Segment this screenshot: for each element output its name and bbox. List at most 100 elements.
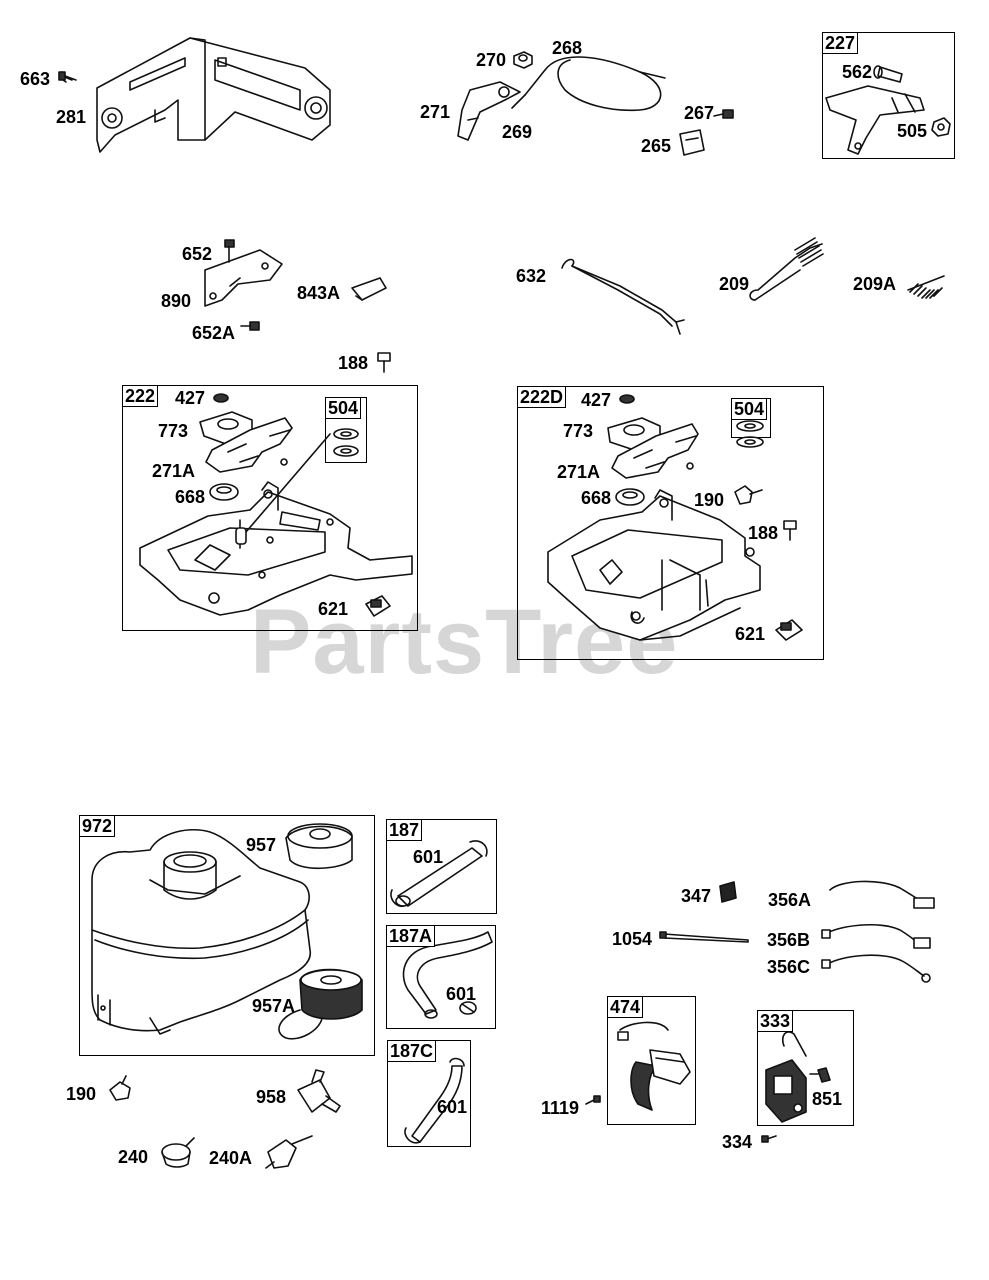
group-label-222[interactable]: 222 (122, 385, 159, 407)
group-label-187c[interactable]: 187C (387, 1040, 437, 1062)
lever-part-271a-a[interactable] (206, 418, 292, 472)
clip-part-621-b[interactable] (776, 620, 802, 640)
clip-part-621-a[interactable] (366, 596, 390, 616)
fuel-filter-part-240[interactable] (162, 1138, 194, 1167)
group-label-222d[interactable]: 222D (517, 386, 567, 408)
spring-part-209[interactable] (750, 238, 823, 300)
part-label-240a[interactable]: 240A (209, 1148, 253, 1168)
fuel-hose-part-187a[interactable] (403, 932, 492, 1018)
cable-part-268[interactable] (512, 57, 665, 110)
screw-part-652a[interactable] (241, 322, 259, 330)
wire-part-356a[interactable] (830, 881, 934, 908)
part-label-240[interactable]: 240 (118, 1147, 149, 1167)
part-label-957[interactable]: 957 (246, 835, 277, 855)
part-label-773-a[interactable]: 773 (158, 421, 189, 441)
wire-part-356b[interactable] (822, 925, 930, 948)
part-label-663[interactable]: 663 (20, 69, 51, 89)
screw-part-188-b[interactable] (784, 521, 796, 540)
group-label-187a[interactable]: 187A (386, 925, 436, 947)
fuel-hose-part-187[interactable] (391, 841, 487, 906)
part-label-668-a[interactable]: 668 (175, 487, 206, 507)
group-label-227[interactable]: 227 (822, 32, 859, 54)
connector-part-347[interactable] (720, 882, 736, 902)
part-label-668-b[interactable]: 668 (581, 488, 612, 508)
part-label-957a[interactable]: 957A (252, 996, 296, 1016)
part-label-271a-b[interactable]: 271A (557, 462, 601, 482)
screw-part-652[interactable] (225, 240, 234, 262)
group-label-187[interactable]: 187 (386, 819, 423, 841)
part-label-505[interactable]: 505 (897, 121, 928, 141)
screw-part-267[interactable] (714, 110, 733, 118)
part-label-356a[interactable]: 356A (768, 890, 812, 910)
nut-part-505[interactable] (932, 118, 950, 136)
tie-strap-part-1054[interactable] (660, 932, 748, 942)
part-label-427-a[interactable]: 427 (175, 388, 206, 408)
part-label-427-b[interactable]: 427 (581, 390, 612, 410)
part-label-209[interactable]: 209 (719, 274, 750, 294)
connector-part-851[interactable] (810, 1068, 830, 1082)
bracket-part-890[interactable] (205, 250, 282, 306)
part-label-334[interactable]: 334 (722, 1132, 753, 1152)
part-label-843a[interactable]: 843A (297, 283, 341, 303)
screw-part-663[interactable] (59, 72, 76, 82)
clip-part-843a[interactable] (352, 278, 386, 300)
screw-part-190-a[interactable] (735, 486, 762, 504)
part-label-652[interactable]: 652 (182, 244, 213, 264)
washer-set-504-a[interactable] (334, 429, 358, 456)
screw-part-1119[interactable] (586, 1096, 600, 1104)
part-label-190-b[interactable]: 190 (66, 1084, 97, 1104)
part-label-621-b[interactable]: 621 (735, 624, 766, 644)
bracket-assembly-222d[interactable] (548, 490, 760, 640)
group-label-972[interactable]: 972 (79, 815, 116, 837)
part-label-271a-a[interactable]: 271A (152, 461, 196, 481)
fuel-hose-part-187c[interactable] (405, 1059, 464, 1143)
nut-part-427-b[interactable] (620, 395, 634, 403)
part-label-632[interactable]: 632 (516, 266, 547, 286)
bracket-part-281[interactable] (97, 38, 330, 152)
part-label-281[interactable]: 281 (56, 107, 87, 127)
clamp-part-601-b[interactable] (460, 1002, 476, 1014)
part-label-190-a[interactable]: 190 (694, 490, 725, 510)
ignition-coil-part-474[interactable] (618, 1022, 690, 1110)
part-label-269[interactable]: 269 (502, 122, 533, 142)
fuel-filter-part-240a[interactable] (266, 1136, 312, 1168)
part-label-773-b[interactable]: 773 (563, 421, 594, 441)
part-label-601-c[interactable]: 601 (437, 1097, 468, 1117)
part-label-188-top[interactable]: 188 (338, 353, 369, 373)
part-label-270[interactable]: 270 (476, 50, 507, 70)
part-label-1054[interactable]: 1054 (612, 929, 653, 949)
part-label-356b[interactable]: 356B (767, 930, 811, 950)
washer-part-668-a[interactable] (210, 484, 238, 500)
washer-set-504-b[interactable] (737, 421, 763, 447)
washer-part-668-b[interactable] (616, 489, 644, 505)
group-label-474[interactable]: 474 (607, 996, 644, 1018)
part-label-268[interactable]: 268 (552, 38, 583, 58)
spring-part-209a[interactable] (908, 276, 944, 298)
nut-part-270[interactable] (514, 52, 532, 68)
lever-part-271a-b[interactable] (612, 424, 698, 478)
screw-part-188-top[interactable] (378, 353, 390, 372)
part-label-562[interactable]: 562 (842, 62, 873, 82)
clip-part-265[interactable] (680, 130, 704, 155)
link-part-632[interactable] (562, 260, 684, 335)
group-label-333[interactable]: 333 (757, 1010, 794, 1032)
lever-part-271[interactable] (458, 82, 520, 140)
nut-part-427-a[interactable] (214, 394, 228, 402)
screw-part-190-b[interactable] (110, 1076, 130, 1100)
part-label-621-a[interactable]: 621 (318, 599, 349, 619)
part-label-188-b[interactable]: 188 (748, 523, 779, 543)
part-label-265[interactable]: 265 (641, 136, 672, 156)
part-label-271[interactable]: 271 (420, 102, 451, 122)
group-label-504-a[interactable]: 504 (325, 397, 362, 419)
part-label-601-b[interactable]: 601 (446, 984, 477, 1004)
part-label-209a[interactable]: 209A (853, 274, 897, 294)
part-label-356c[interactable]: 356C (767, 957, 811, 977)
screw-part-334[interactable] (762, 1136, 776, 1142)
part-label-652a[interactable]: 652A (192, 323, 236, 343)
fuel-cap-part-957[interactable] (286, 824, 352, 868)
part-label-601-a[interactable]: 601 (413, 847, 444, 867)
valve-part-958[interactable] (298, 1070, 340, 1112)
wire-part-356c[interactable] (822, 955, 930, 982)
screw-part-562[interactable] (874, 66, 902, 82)
part-label-851[interactable]: 851 (812, 1089, 843, 1109)
